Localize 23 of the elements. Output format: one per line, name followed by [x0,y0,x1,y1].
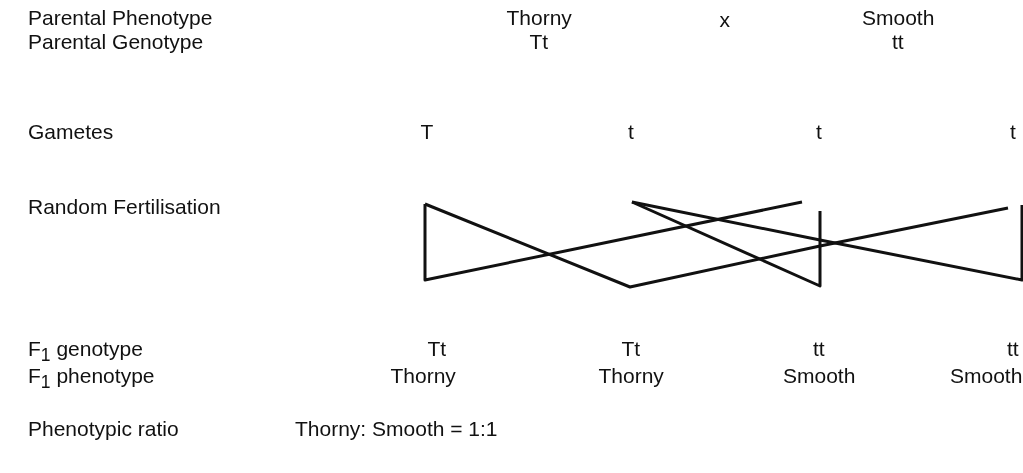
phenotype-label: Thorny [390,364,456,388]
genotype-label: tt [892,30,904,54]
cross-symbol: x [719,8,730,32]
genotype-label: Tt [529,30,549,54]
allele-label: t [816,120,822,144]
allele-label: t [628,120,634,144]
genotype-label: Tt [621,337,641,361]
genotype-label: tt [1007,337,1019,361]
row-label: Gametes [28,120,114,144]
genotype-label: tt [813,337,825,361]
row-label: Parental Genotype [28,30,204,54]
phenotype-label: Smooth [862,6,935,30]
phenotype-label: Thorny [506,6,572,30]
allele-label: t [1010,120,1016,144]
row-label: Random Fertilisation [28,195,221,219]
ratio-text: Thorny: Smooth = 1:1 [295,417,498,441]
row-label: Parental Phenotype [28,6,213,30]
phenotype-label: Smooth [783,364,856,388]
genotype-label: Tt [427,337,447,361]
phenotype-label: Smooth [950,364,1023,388]
allele-label: T [420,120,434,144]
row-label: Phenotypic ratio [28,417,179,441]
phenotype-label: Thorny [598,364,664,388]
